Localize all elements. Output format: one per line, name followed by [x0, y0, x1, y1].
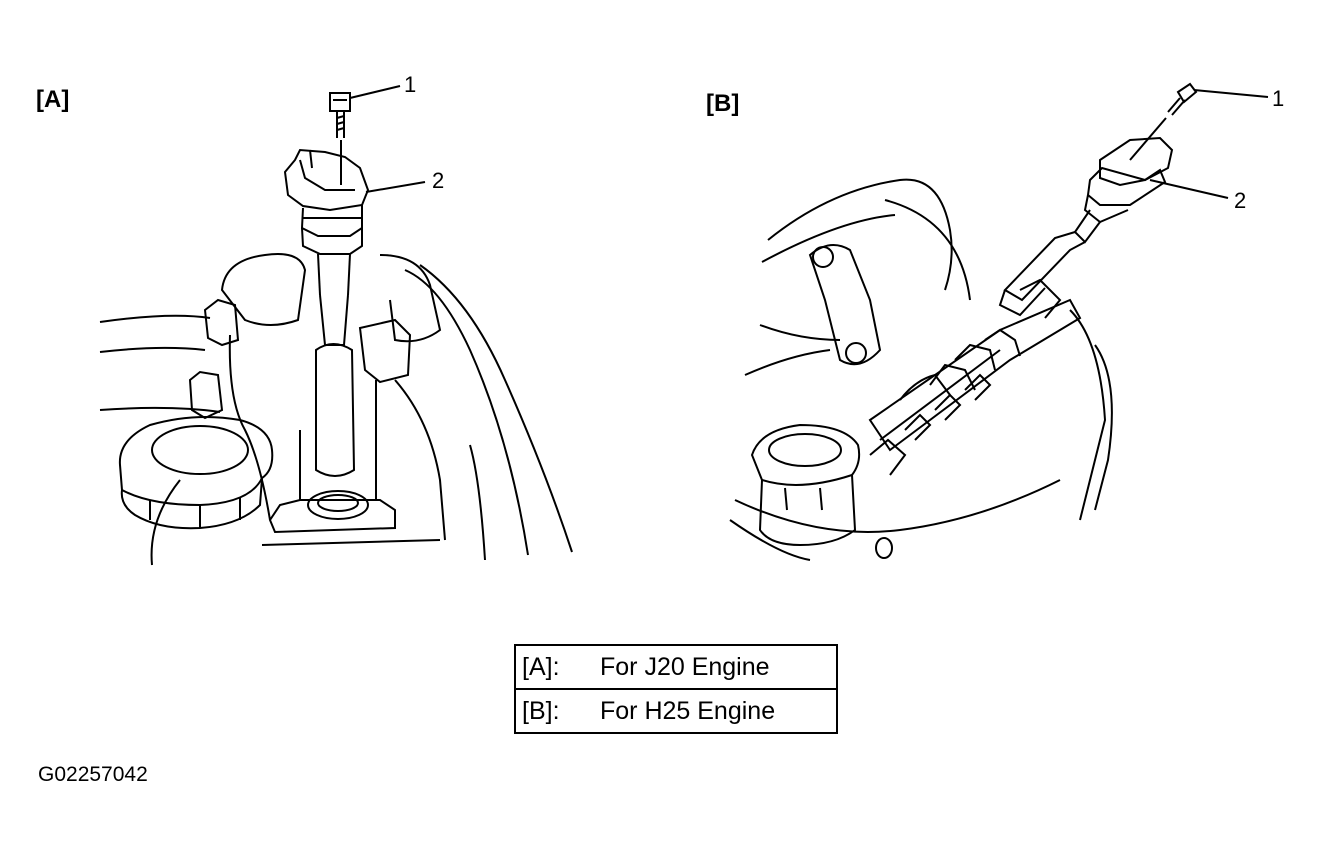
engine-illustration: [99, 82, 1269, 566]
legend-key: [B]:: [522, 696, 560, 725]
panel-a-leader-2: [365, 181, 426, 193]
panel-b-oil-filler-cap: [750, 423, 861, 547]
panel-a-ignition-coil: [283, 148, 370, 477]
panel-b-engine-block: [729, 178, 1113, 561]
legend-text: For H25 Engine: [600, 696, 776, 725]
panel-a-engine-block: [99, 253, 573, 566]
figure-id: G02257042: [38, 763, 148, 786]
panel-b-bolt: [1129, 82, 1198, 161]
panel-b-leader-2: [1149, 179, 1229, 199]
panel-b-ignition-coil: [998, 136, 1174, 317]
panel-a-oil-filler-cap: [118, 415, 274, 530]
panel-b-label: [B]: [706, 90, 740, 117]
panel-a-callout-1: 1: [404, 72, 417, 97]
legend-cell: [A]: For J20 Engine: [514, 644, 838, 690]
panel-b-leader-1: [1193, 89, 1269, 98]
panel-b-drawing: [729, 82, 1269, 561]
panel-a-drawing: [99, 85, 573, 566]
panel-a-label: [A]: [36, 86, 70, 113]
legend-row: [A]: For J20 Engine: [514, 644, 838, 690]
legend-text: For J20 Engine: [600, 652, 770, 681]
legend-key: [A]:: [522, 652, 560, 681]
legend-table: [A]: For J20 Engine [B]: For H25 Engine: [514, 644, 838, 734]
panel-a-leader-1: [349, 85, 401, 99]
panel-a-callout-2: 2: [432, 168, 445, 193]
legend-cell: [B]: For H25 Engine: [514, 688, 838, 734]
panel-b-callout-1: 1: [1272, 86, 1285, 111]
panel-b-callout-2: 2: [1234, 188, 1247, 213]
legend-row: [B]: For H25 Engine: [514, 688, 838, 734]
panel-a-bolt: [329, 92, 351, 185]
